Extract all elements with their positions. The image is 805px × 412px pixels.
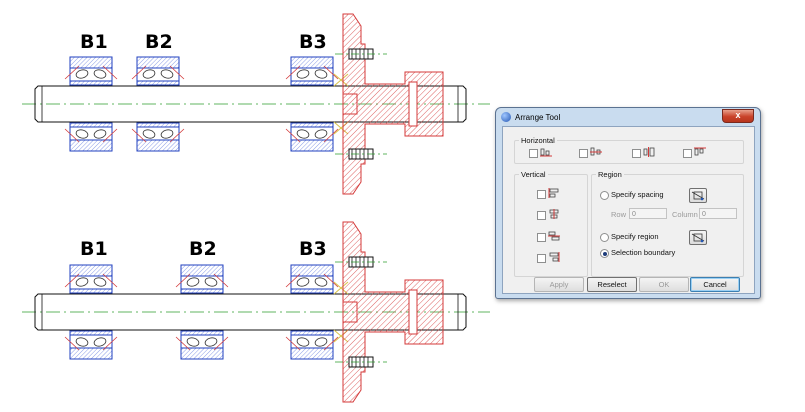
reselect-button[interactable]: Reselect bbox=[587, 277, 637, 292]
vertical-label: Vertical bbox=[519, 170, 548, 179]
selection-boundary-label: Selection boundary bbox=[611, 248, 676, 257]
align-left-icon bbox=[548, 188, 559, 198]
top-shaft bbox=[34, 85, 467, 123]
column-input[interactable]: 0 bbox=[699, 208, 737, 219]
align-center-icon bbox=[549, 209, 559, 219]
specify-region-radio[interactable] bbox=[600, 233, 609, 242]
top-label-b1: B1 bbox=[80, 31, 108, 53]
bottom-label-b2: B2 bbox=[189, 238, 217, 260]
vertical-align-left-checkbox[interactable] bbox=[537, 190, 546, 199]
pick-region-button[interactable] bbox=[689, 230, 707, 245]
dialog-titlebar[interactable]: Arrange Tool x bbox=[496, 108, 760, 126]
dialog-title: Arrange Tool bbox=[515, 113, 561, 122]
app-icon bbox=[501, 112, 511, 122]
bottom-coupling-flange bbox=[334, 221, 444, 403]
top-label-b2: B2 bbox=[145, 31, 173, 53]
arrange-tool-dialog: Arrange Tool x Horizontal Vertical bbox=[495, 107, 761, 299]
top-coupling-flange bbox=[334, 13, 444, 195]
specify-spacing-label: Specify spacing bbox=[611, 190, 664, 199]
dialog-body: Horizontal Vertical bbox=[502, 126, 755, 294]
row-input[interactable]: 0 bbox=[629, 208, 667, 219]
align-middle-icon bbox=[590, 147, 602, 156]
horizontal-group: Horizontal bbox=[514, 136, 744, 164]
column-label: Column bbox=[672, 210, 698, 219]
close-button[interactable]: x bbox=[722, 109, 754, 123]
bottom-label-b3: B3 bbox=[299, 238, 327, 260]
top-assembly: B1 B2 B3 bbox=[22, 13, 490, 195]
horizontal-align-top-checkbox[interactable] bbox=[683, 149, 692, 158]
pick-spacing-button[interactable] bbox=[689, 188, 707, 203]
region-label: Region bbox=[596, 170, 624, 179]
pick-region-icon bbox=[691, 233, 705, 243]
selection-boundary-radio[interactable] bbox=[600, 249, 609, 258]
distribute-center-icon bbox=[643, 147, 655, 157]
horizontal-align-bottom-checkbox[interactable] bbox=[529, 149, 538, 158]
region-group: Region Specify spacing Row 0 Column 0 Sp… bbox=[591, 170, 744, 277]
ok-button[interactable]: OK bbox=[639, 277, 689, 292]
horizontal-align-middle-checkbox[interactable] bbox=[579, 149, 588, 158]
vertical-group: Vertical bbox=[514, 170, 588, 277]
cancel-button[interactable]: Cancel bbox=[690, 277, 740, 292]
specify-region-label: Specify region bbox=[611, 232, 659, 241]
specify-spacing-radio[interactable] bbox=[600, 191, 609, 200]
row-label: Row bbox=[611, 210, 627, 219]
top-label-b3: B3 bbox=[299, 31, 327, 53]
align-right-icon bbox=[549, 252, 560, 262]
vertical-align-right-checkbox[interactable] bbox=[537, 254, 546, 263]
bottom-assembly: B1 B2 B3 bbox=[22, 221, 490, 403]
vertical-distribute-middle-checkbox[interactable] bbox=[537, 233, 546, 242]
distribute-middle-icon bbox=[548, 231, 560, 241]
horizontal-distribute-center-checkbox[interactable] bbox=[632, 149, 641, 158]
bottom-shaft bbox=[34, 293, 467, 331]
bottom-label-b1: B1 bbox=[80, 238, 108, 260]
apply-button[interactable]: Apply bbox=[534, 277, 584, 292]
horizontal-label: Horizontal bbox=[519, 136, 557, 145]
pick-point-icon bbox=[691, 191, 705, 201]
align-bottom-icon bbox=[540, 148, 552, 157]
vertical-align-center-checkbox[interactable] bbox=[537, 211, 546, 220]
align-top-icon bbox=[694, 147, 706, 156]
